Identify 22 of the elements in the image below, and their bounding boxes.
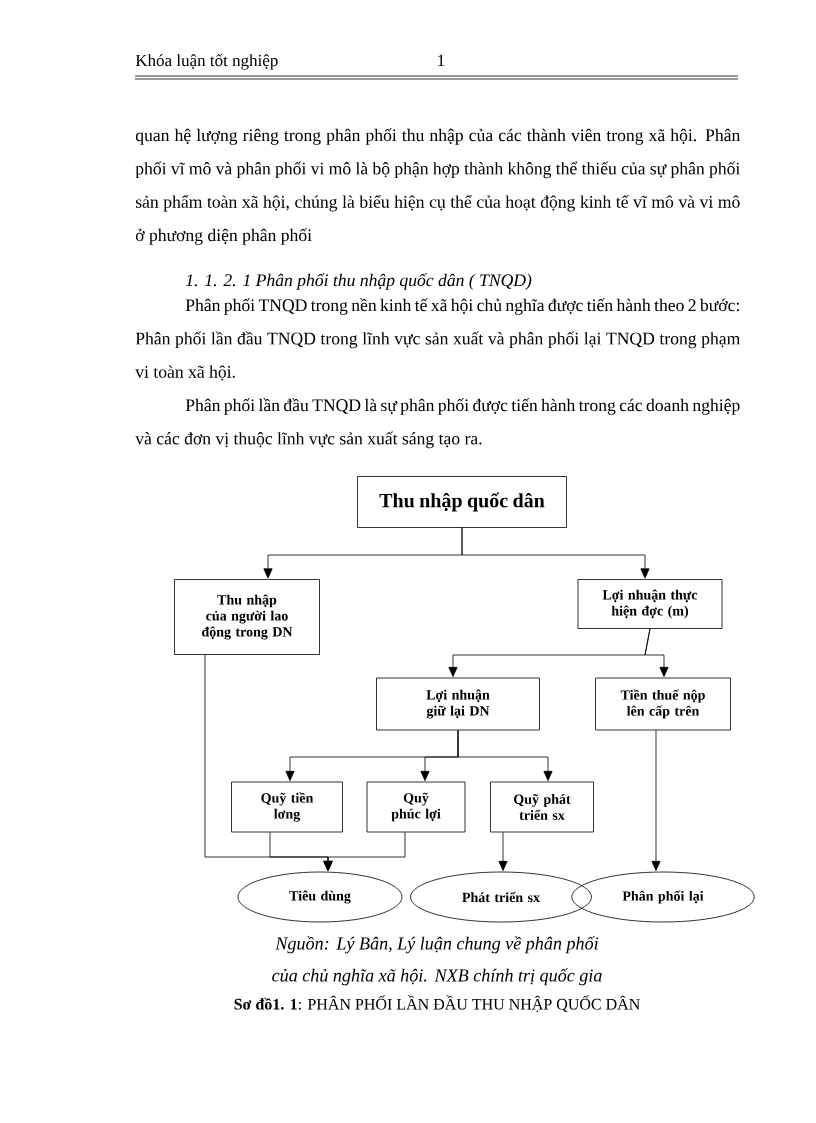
process-box: Quỹ phúc lợi — [366, 781, 466, 833]
page-number: 1 — [438, 54, 445, 66]
process-box: Lợi nhuận thực hiện đợc (m) — [577, 579, 723, 629]
process-box: Quỹ tiền lơng — [231, 781, 343, 833]
title-box: Thu nhập quốc dân — [357, 476, 567, 528]
arrow — [461, 527, 650, 579]
process-box: Thu nhập của người lao động trong DN — [174, 579, 320, 655]
arrow — [457, 730, 553, 781]
paragraph: Phân phối TNQD trong nền kinh tế xã hội chủ nghĩa được tiến hành theo 2 bước: Phân phối lần đầu TNQD trong lĩnh vực sản xuất và phân phối lại TNQD trong phạm vi toàn xã hội. — [135, 298, 741, 381]
paragraph: quan hệ lượng riêng trong phân phối thu nhập của các thành viên trong xã hội. Phân phối vĩ mô và phân phối vi mô là bộ phận hợp thành không thể thiếu của sự phân phối sản phẩm toàn xã hội, chúng là biểu hiện cụ thể của hoạt động kinh tế vĩ mô và vi mô ở phương diện phân phối — [135, 128, 741, 245]
arrow — [498, 832, 508, 871]
header-text: Khóa luận tốt nghiệp — [135, 53, 278, 70]
arrow — [323, 832, 406, 871]
arrow — [651, 730, 661, 871]
section-heading: 1. 1. 2. 1 Phân phối thu nhập quốc dân ( TNQD) — [185, 273, 532, 290]
source-note: Nguồn: Lý Bân, Lý luận chung về phân phối của chủ nghĩa xã hội. NXB chính trị quốc gia — [272, 936, 602, 986]
process-box: Quỹ phát triển sx — [490, 781, 594, 833]
arrow — [644, 628, 669, 677]
process-box: Tiền thuế nộp lên cấp trên — [595, 677, 731, 731]
process-box: Lợi nhuận giữ lại DN — [376, 677, 540, 731]
paragraph: Phân phối lần đầu TNQD là sự phân phối được tiến hành trong các doanh nghiệp và các đơn vị thuộc lĩnh vực sản xuất sáng tạo ra. — [135, 398, 740, 449]
diagram-caption: Sơ đồ1. 1: PHÂN PHỐI LẦN ĐẦU THU NHẬP QUỐC DÂN — [234, 995, 640, 1013]
